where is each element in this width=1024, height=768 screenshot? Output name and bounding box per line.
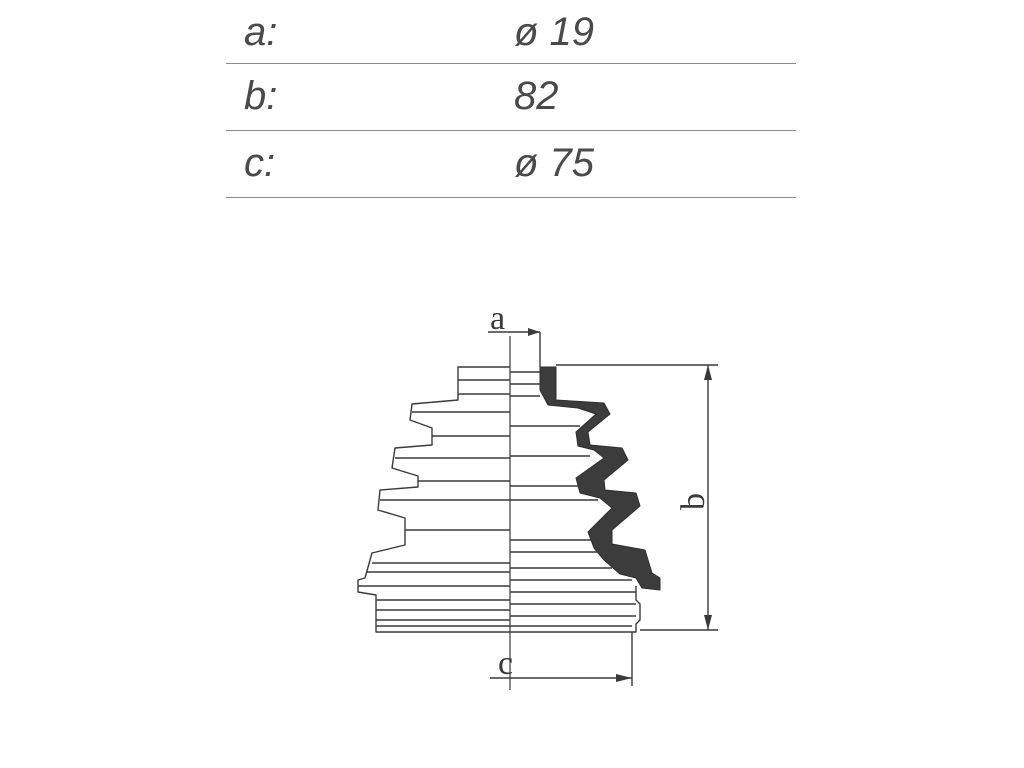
drawing-label-b: b <box>675 493 712 510</box>
boot-section-wall <box>539 366 661 591</box>
dimension-table: a: ø 19 b: 82 c: ø 75 <box>226 0 796 198</box>
dimension-row-c: c: ø 75 <box>226 131 796 198</box>
dimension-value-c: ø 75 <box>514 141 595 185</box>
dimension-value-b: 82 <box>514 74 559 118</box>
drawing-label-c: c <box>498 645 513 682</box>
dimension-a-marker <box>488 328 541 367</box>
boot-right-collar <box>510 586 641 633</box>
boot-right-hatching <box>510 371 636 627</box>
dimension-value-a: ø 19 <box>514 10 595 54</box>
boot-left-hatching <box>358 379 510 627</box>
dimension-label-b: b: <box>244 74 278 118</box>
dimension-c-marker <box>490 632 633 686</box>
dimension-row-b: b: 82 <box>226 64 796 131</box>
dimension-b-marker <box>556 364 718 631</box>
dimension-label-a: a: <box>244 10 278 54</box>
dimension-row-a: a: ø 19 <box>226 0 796 64</box>
dimension-label-c: c: <box>244 141 276 185</box>
drawing-label-a: a <box>490 300 505 337</box>
